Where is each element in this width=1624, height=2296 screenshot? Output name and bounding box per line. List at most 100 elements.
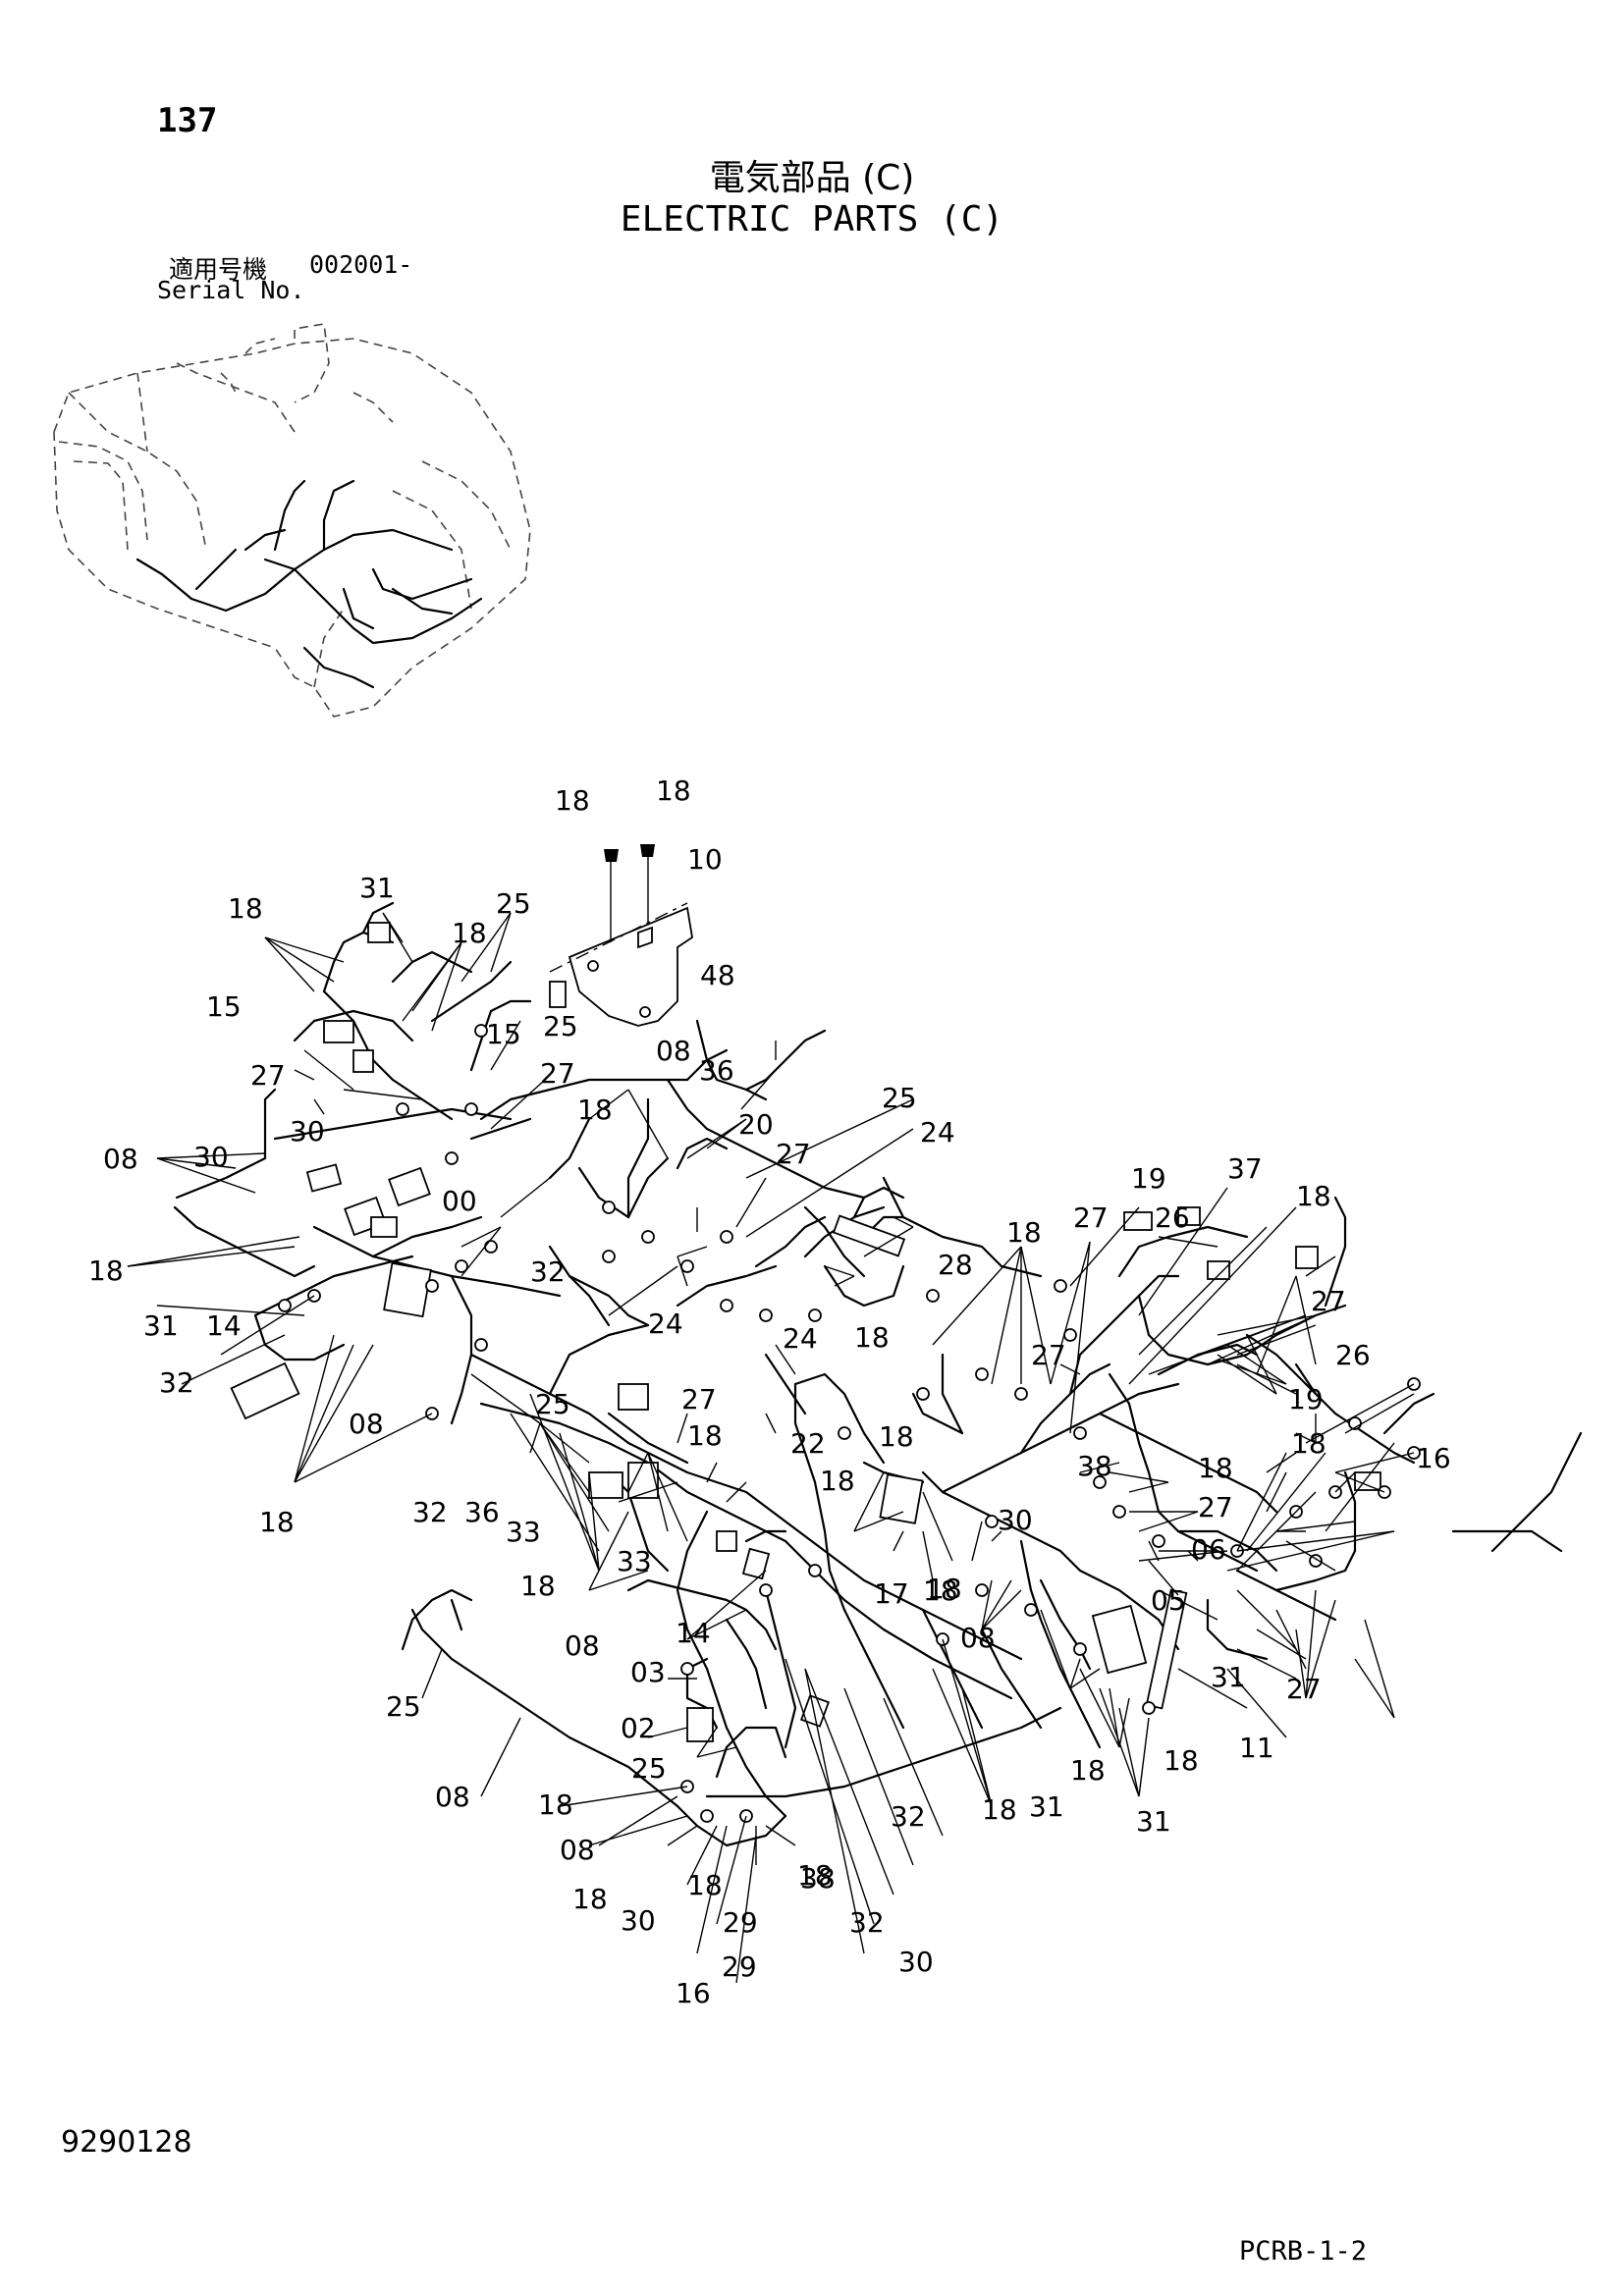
callout-label: 18 <box>797 1859 833 1892</box>
callout-label: 18 <box>538 1789 573 1821</box>
callout-label: 18 <box>1070 1754 1106 1787</box>
callout-label: 36 <box>464 1496 500 1528</box>
callout-label: 18 <box>259 1506 295 1538</box>
callout-label: 30 <box>193 1141 229 1173</box>
page-title-en: ELECTRIC PARTS (C) <box>620 199 1004 240</box>
callout-label: 08 <box>960 1622 996 1654</box>
serial-label-en: Serial No. <box>157 276 305 304</box>
callout-label: 29 <box>722 1950 757 1983</box>
callout-label: 25 <box>543 1010 578 1042</box>
callout-label: 25 <box>386 1690 421 1723</box>
callout-leaders <box>127 912 1415 1984</box>
callout-label: 26 <box>1335 1339 1371 1371</box>
callout-label: 27 <box>1286 1673 1322 1705</box>
callout-label: 32 <box>891 1800 926 1833</box>
callout-label: 14 <box>676 1617 711 1649</box>
callout-label: 19 <box>1131 1162 1166 1195</box>
callout-label: 08 <box>103 1143 138 1175</box>
callout-label: 18 <box>577 1094 613 1126</box>
callout-label: 27 <box>250 1059 286 1092</box>
callout-label: 18 <box>452 917 487 949</box>
callout-label: 31 <box>1136 1805 1171 1838</box>
callout-label: 48 <box>700 959 735 991</box>
callout-label: 08 <box>656 1035 691 1067</box>
callout-label: 05 <box>1151 1584 1186 1617</box>
bolts <box>549 844 688 973</box>
callout-label: 32 <box>530 1255 566 1288</box>
clips <box>278 1024 1421 1823</box>
callout-label: 18 <box>1291 1427 1326 1460</box>
machine-outline-dashed <box>53 323 531 718</box>
callout-label: 37 <box>1227 1152 1263 1185</box>
callout-label: 24 <box>648 1308 683 1340</box>
callout-label: 15 <box>486 1018 521 1050</box>
callout-label: 28 <box>938 1249 973 1281</box>
callout-label: 18 <box>88 1255 124 1287</box>
callout-label: 25 <box>882 1082 917 1114</box>
callout-label: 25 <box>496 887 531 920</box>
callout-label: 30 <box>998 1504 1033 1536</box>
callout-label: 32 <box>849 1906 885 1939</box>
callout-label: 08 <box>349 1408 384 1440</box>
callout-label: 18 <box>228 892 263 925</box>
callout-label: 18 <box>927 1573 962 1605</box>
callout-label: 18 <box>923 1575 958 1607</box>
callout-label: 27 <box>1073 1201 1109 1234</box>
serial-label-jp: 適用号機 <box>169 255 268 284</box>
callout-label: 18 <box>854 1321 890 1354</box>
callout-label: 18 <box>555 784 590 817</box>
serial-value: 002001- <box>309 250 413 279</box>
callout-label: 27 <box>540 1057 575 1090</box>
callout-label: 08 <box>560 1834 595 1866</box>
callout-label: 32 <box>159 1366 194 1399</box>
callout-label: 18 <box>687 1419 723 1452</box>
callout-label: 24 <box>920 1116 955 1148</box>
callout-label: 02 <box>621 1712 656 1744</box>
callout-label: 18 <box>572 1883 608 1915</box>
callout-label: 27 <box>681 1383 717 1415</box>
callout-label: 27 <box>1311 1285 1346 1317</box>
callout-label: 17 <box>874 1577 909 1610</box>
page-number: 137 <box>157 101 218 140</box>
callout-label: 24 <box>783 1322 818 1355</box>
callout-label: 16 <box>1416 1442 1451 1474</box>
page-title-jp: 電気部品 (C) <box>709 158 915 198</box>
callout-label: 18 <box>520 1570 556 1602</box>
callout-label: 06 <box>1191 1533 1226 1566</box>
callout-label: 31 <box>359 872 395 904</box>
callout-label: 31 <box>1211 1661 1246 1693</box>
callout-label: 18 <box>1164 1744 1199 1777</box>
callout-label: 14 <box>206 1309 242 1342</box>
callout-label: 27 <box>776 1138 811 1170</box>
callout-label: 29 <box>723 1906 758 1939</box>
callout-label: 11 <box>1239 1732 1274 1764</box>
callout-label: 30 <box>621 1904 656 1937</box>
callout-label: 32 <box>412 1496 448 1528</box>
callout-label: 25 <box>535 1388 570 1420</box>
callout-label: 18 <box>879 1420 914 1453</box>
callout-label: 15 <box>206 990 242 1023</box>
callout-label: 33 <box>506 1516 541 1548</box>
overview-harness <box>135 479 483 689</box>
callout-label: 30 <box>290 1115 325 1148</box>
callout-label: 27 <box>1198 1491 1233 1523</box>
callout-label: 18 <box>656 774 691 807</box>
callout-label: 18 <box>1006 1216 1042 1249</box>
callout-label: 22 <box>790 1427 826 1460</box>
callout-label: 10 <box>687 843 723 876</box>
callout-label: 18 <box>982 1793 1017 1826</box>
callout-label: 03 <box>630 1656 666 1688</box>
callout-label: 18 <box>1296 1180 1331 1212</box>
callout-label: 27 <box>1031 1339 1066 1371</box>
callout-label: 26 <box>1155 1201 1190 1234</box>
callout-label: 30 <box>898 1946 934 1978</box>
callout-label: 36 <box>699 1054 734 1087</box>
callout-label: 38 <box>800 1862 836 1895</box>
callout-label: 38 <box>1077 1450 1112 1482</box>
callout-label: 33 <box>617 1545 652 1577</box>
callout-label: 31 <box>143 1309 179 1342</box>
page-code: PCRB-1-2 <box>1239 2236 1368 2267</box>
document-number: 9290128 <box>61 2125 192 2160</box>
